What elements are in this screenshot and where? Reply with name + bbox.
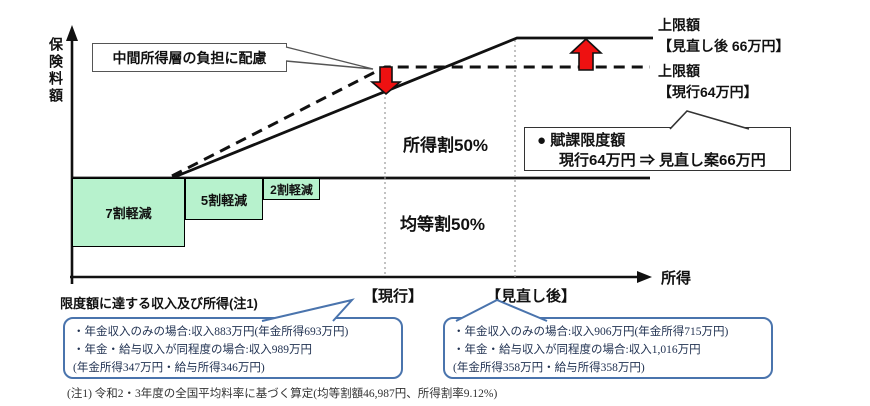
revised-cap-line2: 【見直し後 66万円】	[658, 38, 790, 54]
levy-limit-box: ● 賦課限度額 現行64万円 ⇒ 見直し案66万円	[524, 127, 791, 171]
y-axis-label: 保険料額	[48, 37, 64, 105]
current-threshold-line2: ・年金・給与収入が同程度の場合:収入989万円	[73, 343, 312, 356]
x-axis-arrowhead	[637, 271, 652, 283]
decrease-arrow-icon	[369, 66, 403, 96]
current-cap-label: 上限額 【現行64万円】	[658, 61, 758, 103]
levy-limit-detail: 現行64万円 ⇒ 見直し案66万円	[559, 152, 766, 169]
current-cap-line2: 【現行64万円】	[658, 84, 758, 100]
revised-cap-label: 上限額 【見直し後 66万円】	[658, 15, 789, 57]
revised-threshold-line1: ・年金収入のみの場合:収入906万円(年金所得715万円)	[453, 326, 729, 338]
reduction-70-box: 7割軽減	[72, 178, 185, 247]
mid-income-consideration-label: 中間所得層の負担に配慮	[112, 49, 267, 66]
footnote: (注1) 令和2・3年度の全国平均料率に基づく算定(均等割額46,987円、所得…	[67, 388, 498, 400]
current-threshold-line1: ・年金収入のみの場合:収入883万円(年金所得693万円)	[73, 326, 349, 338]
revised-threshold-line3: (年金所得358万円・給与所得358万円)	[453, 361, 645, 374]
current-threshold-line3: (年金所得347万円・給与所得346万円)	[73, 361, 265, 374]
reduction-70-label: 7割軽減	[105, 206, 152, 221]
reduction-20-label: 2割軽減	[270, 182, 313, 197]
y-axis-arrowhead	[66, 25, 78, 41]
reduction-50-label: 5割軽減	[200, 192, 248, 208]
revised-threshold-line2: ・年金・給与収入が同程度の場合:収入1,016万円	[453, 343, 701, 356]
income-based-zone-label: 所得割50%	[403, 136, 489, 155]
revised-cap-line1: 上限額	[658, 17, 700, 33]
per-capita-zone-label: 均等割50%	[400, 215, 486, 234]
mid-income-consideration-callout: 中間所得層の負担に配慮	[92, 43, 287, 72]
reduction-50-box: 5割軽減	[185, 178, 263, 220]
x-axis-label: 所得	[661, 270, 692, 287]
threshold-heading: 限度額に達する収入及び所得(注1)	[60, 296, 258, 311]
revised-x-marker: 【見直し後】	[486, 288, 577, 305]
current-cap-line1: 上限額	[658, 63, 700, 79]
current-threshold-box: ・年金収入のみの場合:収入883万円(年金所得693万円) ・年金・給与収入が同…	[63, 317, 403, 379]
current-x-marker: 【現行】	[363, 288, 424, 305]
consideration-beak	[285, 46, 374, 70]
increase-arrow-icon	[568, 37, 604, 71]
revised-threshold-box: ・年金収入のみの場合:収入906万円(年金所得715万円) ・年金・給与収入が同…	[443, 317, 773, 379]
reduction-20-box: 2割軽減	[263, 178, 320, 200]
levy-limit-title: ● 賦課限度額	[537, 132, 626, 149]
